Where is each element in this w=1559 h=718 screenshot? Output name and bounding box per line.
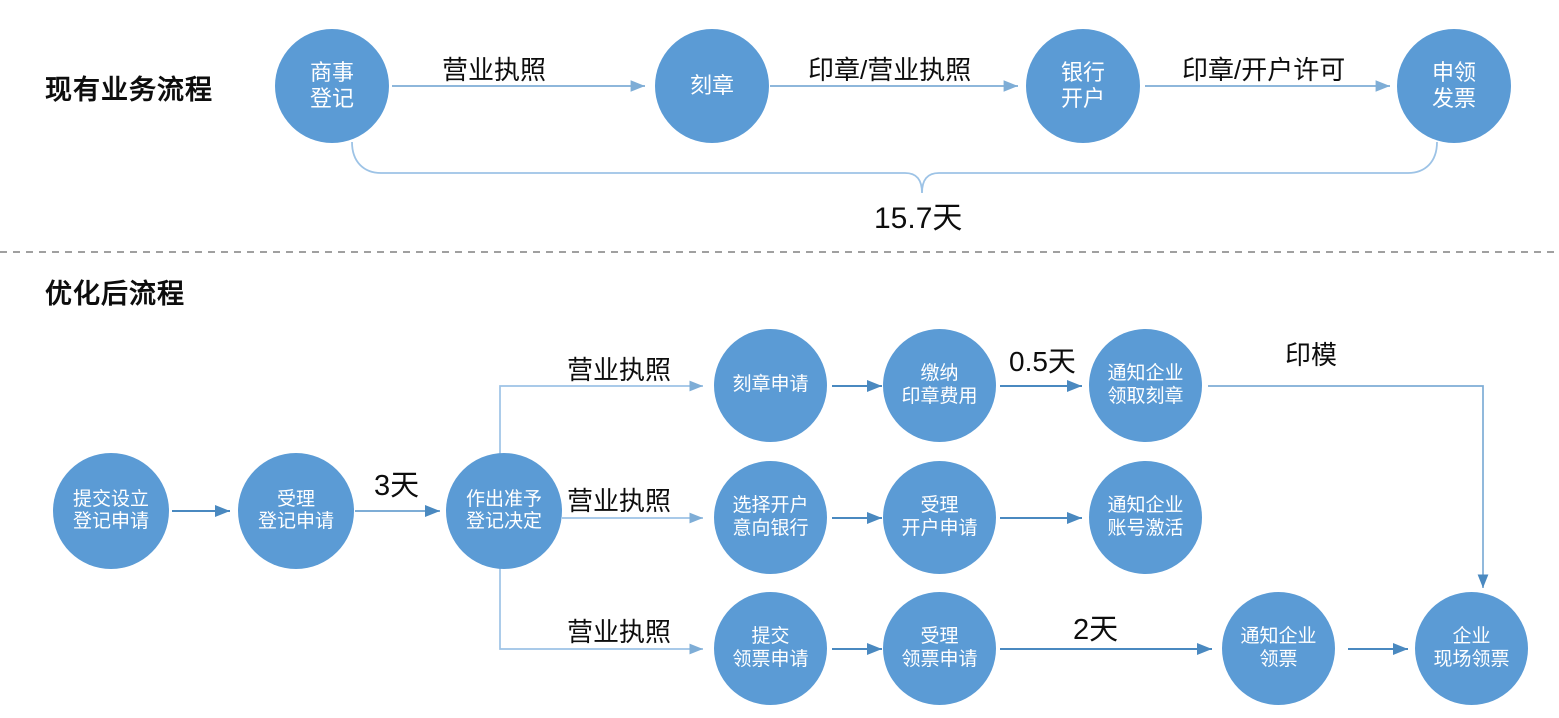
node-opt-approval-decision[interactable]: 作出准予 登记决定 (446, 453, 562, 569)
duration-bracket (351, 141, 1438, 194)
edge-label-branch-b: 营业执照 (567, 486, 672, 516)
node-current-invoice-application[interactable]: 申领 发票 (1397, 29, 1511, 143)
node-label: 申领 发票 (1431, 60, 1476, 111)
section-title-current: 现有业务流程 (45, 75, 213, 105)
node-label: 刻章申请 (732, 374, 809, 396)
node-opt-notify-collect-seal[interactable]: 通知企业 领取刻章 (1089, 329, 1202, 442)
node-label: 商事 登记 (309, 60, 354, 111)
node-label: 受理 领票申请 (901, 626, 978, 670)
node-label: 作出准予 登记决定 (465, 488, 542, 532)
edge-label-seal-mold: 印模 (1285, 340, 1338, 370)
node-opt-accept-account-application[interactable]: 受理 开户申请 (883, 461, 996, 574)
node-label: 通知企业 领取刻章 (1107, 363, 1184, 407)
node-current-bank-account[interactable]: 银行 开户 (1026, 29, 1140, 143)
branch-a-connector (499, 380, 703, 455)
duration-label-half-day: 0.5天 (1009, 346, 1076, 377)
node-label: 缴纳 印章费用 (901, 363, 978, 407)
node-label: 企业 现场领票 (1433, 626, 1510, 670)
node-opt-onsite-invoice-collection[interactable]: 企业 现场领票 (1415, 592, 1528, 705)
node-opt-submit-invoice-application[interactable]: 提交 领票申请 (714, 592, 827, 705)
node-opt-accept-invoice-application[interactable]: 受理 领票申请 (883, 592, 996, 705)
node-opt-seal-application[interactable]: 刻章申请 (714, 329, 827, 442)
duration-label-3-days: 3天 (374, 470, 420, 502)
node-opt-accept-registration[interactable]: 受理 登记申请 (238, 453, 354, 569)
node-opt-notify-account-activation[interactable]: 通知企业 账号激活 (1089, 461, 1202, 574)
node-label: 通知企业 账号激活 (1107, 495, 1184, 539)
edge-label-branch-c: 营业执照 (567, 617, 672, 647)
edge-label-current-1: 营业执照 (442, 55, 547, 85)
edge-label-current-2: 印章/营业执照 (808, 55, 972, 85)
node-opt-pay-seal-fee[interactable]: 缴纳 印章费用 (883, 329, 996, 442)
node-label: 提交 领票申请 (732, 626, 809, 670)
duration-label-2-days: 2天 (1073, 614, 1119, 646)
duration-label-total-current: 15.7天 (874, 202, 963, 235)
node-label: 刻章 (689, 73, 734, 99)
arrow-sealmold-to-c4 (1208, 385, 1489, 588)
node-current-seal-carving[interactable]: 刻章 (655, 29, 769, 143)
node-current-business-registration[interactable]: 商事 登记 (275, 29, 389, 143)
node-label: 银行 开户 (1060, 60, 1105, 111)
node-label: 提交设立 登记申请 (72, 488, 149, 532)
node-opt-submit-registration[interactable]: 提交设立 登记申请 (53, 453, 169, 569)
edge-label-current-3: 印章/开户许可 (1182, 55, 1346, 85)
node-opt-notify-invoice-ready[interactable]: 通知企业 领票 (1222, 592, 1335, 705)
section-title-optimized: 优化后流程 (45, 279, 185, 309)
node-label: 通知企业 领票 (1240, 626, 1317, 670)
node-label: 选择开户 意向银行 (732, 495, 809, 539)
edge-label-branch-a: 营业执照 (567, 355, 672, 385)
node-opt-choose-bank[interactable]: 选择开户 意向银行 (714, 461, 827, 574)
node-label: 受理 开户申请 (901, 495, 978, 539)
node-label: 受理 登记申请 (257, 488, 334, 532)
